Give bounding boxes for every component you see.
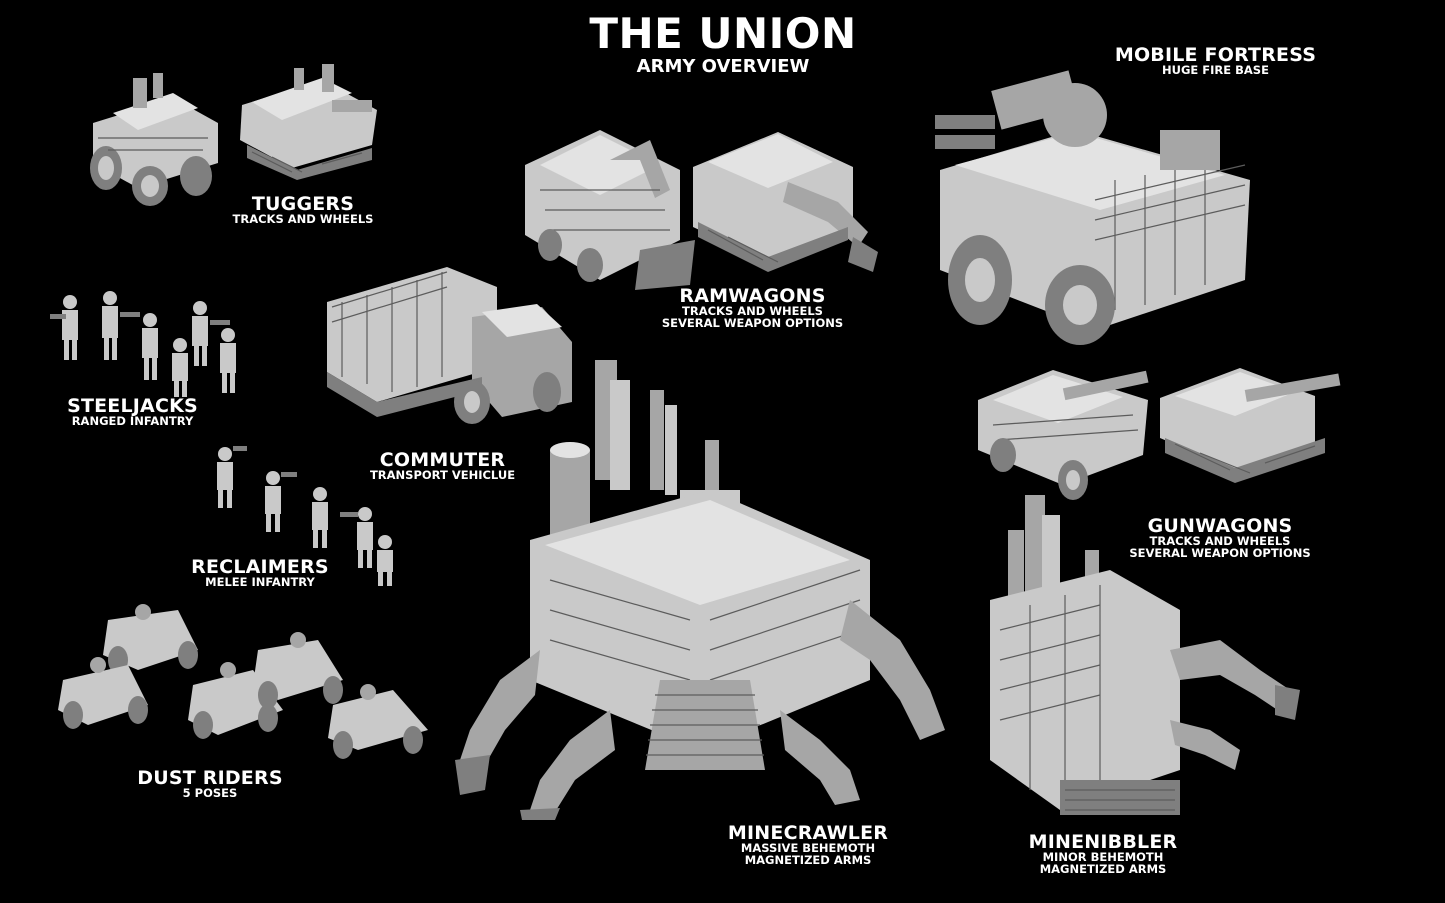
unit-detail: TRANSPORT VEHICLUE <box>369 468 516 483</box>
unit-detail: HUGE FIRE BASE <box>1162 63 1269 78</box>
dust-riders-image <box>58 600 433 765</box>
unit-label-reclaimers: RECLAIMERS MELEE INFANTRY <box>165 556 355 590</box>
tugger-tracked-image <box>232 60 382 180</box>
commuter-image <box>322 262 577 432</box>
unit-detail: TRACKS AND WHEELS <box>1149 534 1291 549</box>
unit-label-minecrawler: MINECRAWLER MASSIVE BEHEMOTH MAGNETIZED … <box>708 822 908 868</box>
unit-detail: MINOR BEHEMOTH <box>1042 850 1164 865</box>
unit-detail: MAGNETIZED ARMS <box>744 853 872 868</box>
ramwagon-wheeled-image <box>520 120 700 295</box>
unit-name: STEELJACKS <box>67 395 198 417</box>
unit-name: RAMWAGONS <box>679 285 826 307</box>
unit-detail: MAGNETIZED ARMS <box>1039 862 1167 877</box>
unit-detail: MASSIVE BEHEMOTH <box>740 841 876 856</box>
unit-name: MINENIBBLER <box>1028 831 1178 853</box>
unit-label-ramwagons: RAMWAGONS TRACKS AND WHEELS SEVERAL WEAP… <box>630 285 875 331</box>
unit-detail: 5 POSES <box>182 786 238 801</box>
poster-title: THE UNION ARMY OVERVIEW <box>573 9 873 78</box>
unit-name: MINECRAWLER <box>727 822 889 844</box>
unit-label-tuggers: TUGGERS TRACKS AND WHEELS <box>198 193 408 227</box>
unit-detail: SEVERAL WEAPON OPTIONS <box>661 316 844 331</box>
unit-label-commuter: COMMUTER TRANSPORT VEHICLUE <box>345 449 540 483</box>
unit-name: COMMUTER <box>379 449 506 471</box>
unit-name: GUNWAGONS <box>1147 515 1293 537</box>
gunwagon-tracked-image <box>1155 358 1341 483</box>
unit-label-minenibbler: MINENIBBLER MINOR BEHEMOTH MAGNETIZED AR… <box>1003 831 1203 877</box>
unit-name: TUGGERS <box>251 193 355 215</box>
unit-detail: TRACKS AND WHEELS <box>232 212 374 227</box>
mobile-fortress-image <box>925 70 1255 345</box>
reclaimers-infantry-image <box>205 442 405 587</box>
minenibbler-image <box>970 490 1300 835</box>
unit-name: MOBILE FORTRESS <box>1114 44 1317 66</box>
unit-label-dust-riders: DUST RIDERS 5 POSES <box>120 767 300 801</box>
gunwagon-wheeled-image <box>973 355 1153 505</box>
unit-name: DUST RIDERS <box>137 767 283 789</box>
poster-title-main: THE UNION <box>589 9 857 58</box>
unit-detail: SEVERAL WEAPON OPTIONS <box>1129 546 1311 561</box>
minecrawler-image <box>450 350 950 820</box>
unit-label-gunwagons: GUNWAGONS TRACKS AND WHEELS SEVERAL WEAP… <box>1100 515 1340 561</box>
steeljacks-infantry-image <box>50 290 250 400</box>
unit-detail: TRACKS AND WHEELS <box>682 304 823 319</box>
unit-label-steeljacks: STEELJACKS RANGED INFANTRY <box>40 395 225 429</box>
unit-label-mobile-fortress: MOBILE FORTRESS HUGE FIRE BASE <box>1093 44 1338 78</box>
unit-detail: MELEE INFANTRY <box>205 575 315 590</box>
ramwagon-tracked-image <box>688 122 878 282</box>
unit-detail: RANGED INFANTRY <box>71 414 194 429</box>
unit-name: RECLAIMERS <box>191 556 329 578</box>
tugger-wheeled-image <box>78 68 228 208</box>
poster-title-sub: ARMY OVERVIEW <box>636 56 810 78</box>
